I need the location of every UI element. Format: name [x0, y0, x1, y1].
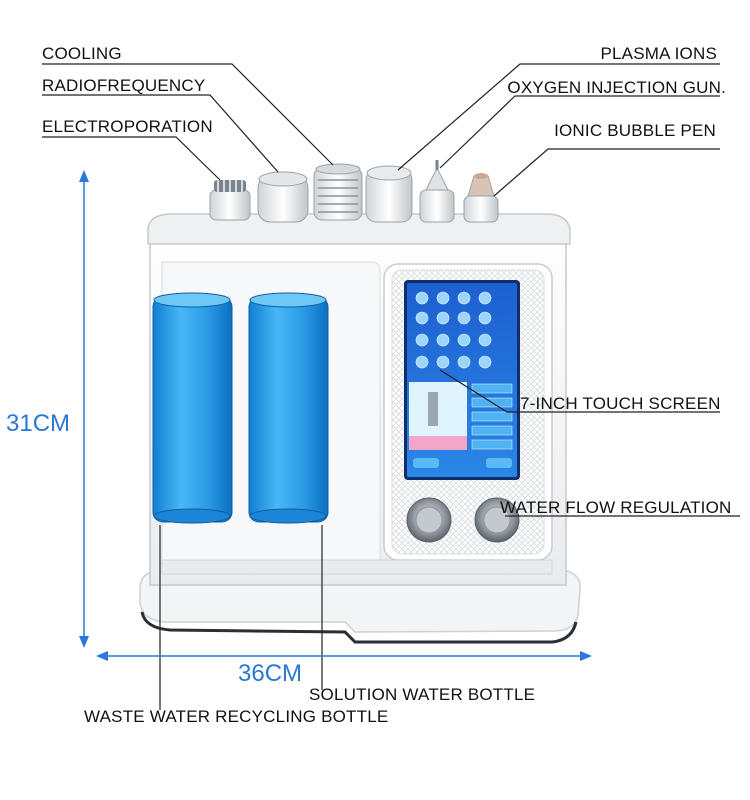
leader-lines [42, 63, 740, 710]
radiofrequency-leader [42, 94, 279, 173]
plasma-ions-handpiece [365, 165, 413, 223]
touch-screen-label: 7-INCH TOUCH SCREEN [520, 394, 721, 413]
plasma-ions-label: PLASMA IONS [600, 44, 717, 63]
electroporation-handpiece [209, 180, 251, 221]
ionic-pen-label: IONIC BUBBLE PEN [554, 121, 716, 140]
water-flow-label: WATER FLOW REGULATION [500, 498, 732, 517]
solution-bottle-label: SOLUTION WATER BOTTLE [309, 685, 536, 704]
height-dimension: 31CM [6, 410, 71, 437]
electroporation-leader [42, 136, 221, 181]
oxygen-gun-label: OXYGEN INJECTION GUN. [507, 78, 726, 97]
radiofrequency-label: RADIOFREQUENCY [42, 76, 206, 95]
left-knob [406, 497, 452, 543]
oxygen-injection-gun [419, 160, 455, 223]
width-dimension: 36CM [238, 660, 303, 687]
radiofrequency-handpiece [257, 171, 309, 223]
oxygen-gun-leader [439, 95, 720, 169]
touch-screen [404, 280, 520, 480]
dimension-lines [79, 170, 592, 661]
electroporation-label: ELECTROPORATION [42, 117, 213, 136]
plasma-ions-leader [397, 63, 720, 171]
waste-water-bottle [152, 292, 233, 524]
waste-bottle-label: WASTE WATER RECYCLING BOTTLE [84, 707, 389, 726]
water-flow-knob [474, 497, 520, 543]
touch-screen-leader [439, 369, 720, 413]
ionic-pen-leader [493, 148, 720, 197]
cooling-leader [42, 63, 334, 166]
cooling-handpiece [313, 163, 363, 221]
cooling-label: COOLING [42, 44, 122, 63]
solution-water-bottle [248, 292, 329, 524]
ionic-bubble-pen [463, 173, 499, 223]
